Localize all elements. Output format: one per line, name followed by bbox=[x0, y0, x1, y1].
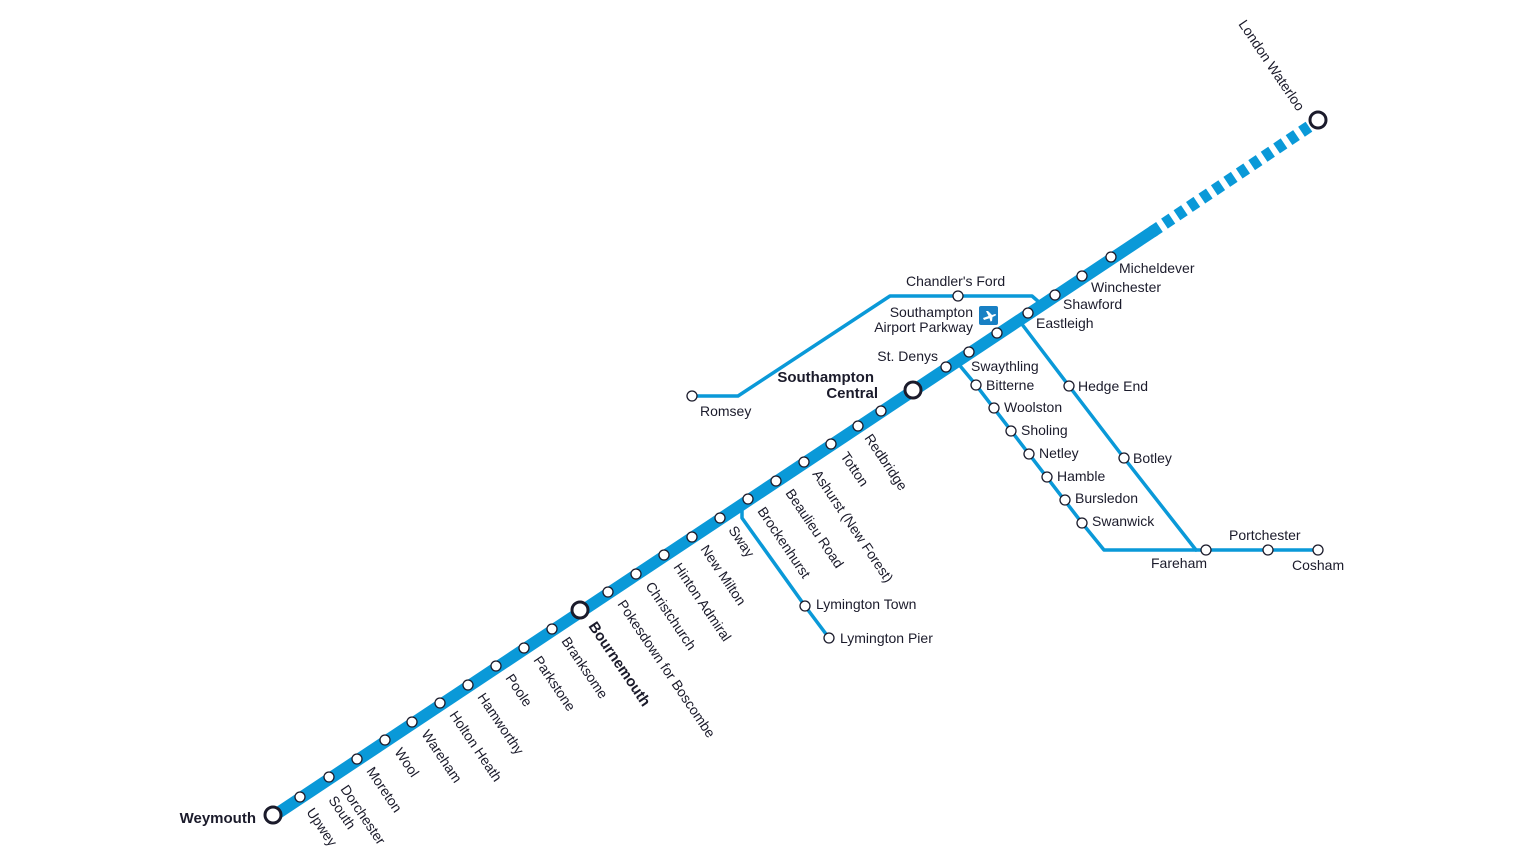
station-marker-hamble[interactable] bbox=[1041, 471, 1053, 483]
station-marker-cosham[interactable] bbox=[1312, 544, 1324, 556]
station-marker-sholing[interactable] bbox=[1005, 425, 1017, 437]
station-marker-sway[interactable] bbox=[742, 493, 754, 505]
station-marker-moreton[interactable] bbox=[351, 753, 363, 765]
station-marker-poole[interactable] bbox=[490, 660, 502, 672]
label-southampton-central-line1: Southampton bbox=[777, 369, 874, 386]
label-southampton-airport-parkway-line1: Southampton bbox=[890, 304, 973, 320]
station-marker-bournemouth[interactable] bbox=[570, 600, 590, 620]
label-sholing: Sholing bbox=[1021, 422, 1068, 438]
label-fareham: Fareham bbox=[1151, 555, 1207, 571]
station-marker-lymington-town[interactable] bbox=[799, 600, 811, 612]
station-marker-botley[interactable] bbox=[1118, 452, 1130, 464]
label-hedge-end: Hedge End bbox=[1078, 378, 1148, 394]
label-micheldever: Micheldever bbox=[1119, 260, 1195, 276]
station-marker-swanwick[interactable] bbox=[1076, 517, 1088, 529]
station-marker-portchester[interactable] bbox=[1262, 544, 1274, 556]
station-marker-hedge-end[interactable] bbox=[1063, 380, 1075, 392]
lymington-branch-line bbox=[740, 502, 831, 640]
station-marker-hinton-admiral[interactable] bbox=[686, 531, 698, 543]
label-st-denys: St. Denys bbox=[877, 348, 938, 364]
branch-stations bbox=[686, 290, 1324, 644]
main-line-stations bbox=[263, 110, 1328, 825]
station-marker-wool[interactable] bbox=[379, 734, 391, 746]
station-marker-bursledon[interactable] bbox=[1059, 494, 1071, 506]
main-line-london-section bbox=[1148, 121, 1314, 237]
label-weymouth: Weymouth bbox=[180, 810, 256, 827]
station-marker-chandlers-ford[interactable] bbox=[952, 290, 964, 302]
station-marker-upwey[interactable] bbox=[294, 791, 306, 803]
main-line bbox=[268, 225, 1159, 822]
label-romsey: Romsey bbox=[700, 403, 751, 419]
label-southampton-central-line2: Central bbox=[826, 385, 878, 402]
route-lines bbox=[268, 121, 1320, 822]
station-marker-netley[interactable] bbox=[1023, 448, 1035, 460]
label-portchester: Portchester bbox=[1229, 527, 1301, 543]
label-woolston: Woolston bbox=[1004, 399, 1062, 415]
station-marker-eastleigh[interactable] bbox=[1022, 307, 1034, 319]
station-marker-beaulieu-road[interactable] bbox=[798, 456, 810, 468]
label-london-waterloo: London Waterloo bbox=[1236, 17, 1309, 114]
station-marker-fareham[interactable] bbox=[1200, 544, 1212, 556]
station-marker-pokesdown-2[interactable] bbox=[602, 586, 614, 598]
label-shawford: Shawford bbox=[1063, 296, 1122, 312]
label-cosham: Cosham bbox=[1292, 557, 1344, 573]
station-marker-christchurch[interactable] bbox=[658, 549, 670, 561]
station-marker-southampton-central[interactable] bbox=[903, 380, 923, 400]
romsey-branch-line bbox=[690, 294, 1042, 398]
station-marker-st-denys[interactable] bbox=[940, 361, 952, 373]
station-marker-totton[interactable] bbox=[852, 420, 864, 432]
label-redbridge: Redbridge bbox=[862, 431, 912, 494]
label-southampton-airport-parkway-line2: Airport Parkway bbox=[874, 319, 973, 335]
station-marker-romsey[interactable] bbox=[686, 390, 698, 402]
label-bursledon: Bursledon bbox=[1075, 490, 1138, 506]
station-marker-redbridge[interactable] bbox=[875, 405, 887, 417]
label-eastleigh: Eastleigh bbox=[1036, 315, 1094, 331]
hedge-end-line bbox=[1016, 317, 1198, 552]
station-marker-parkstone[interactable] bbox=[518, 642, 530, 654]
label-lymington-pier: Lymington Pier bbox=[840, 630, 933, 646]
station-marker-woolston[interactable] bbox=[988, 402, 1000, 414]
label-wareham: Wareham bbox=[419, 727, 466, 786]
station-marker-new-milton[interactable] bbox=[714, 512, 726, 524]
station-marker-winchester[interactable] bbox=[1076, 270, 1088, 282]
label-moreton: Moreton bbox=[364, 764, 406, 816]
station-marker-dorchester-south[interactable] bbox=[323, 771, 335, 783]
station-marker-ashurst[interactable] bbox=[825, 438, 837, 450]
station-marker-micheldever[interactable] bbox=[1105, 251, 1117, 263]
label-chandlers-ford: Chandler's Ford bbox=[906, 273, 1005, 289]
station-marker-brockenhurst[interactable] bbox=[770, 475, 782, 487]
label-botley: Botley bbox=[1133, 450, 1172, 466]
main-line-labels: London Waterloo Micheldever Winchester S… bbox=[180, 17, 1309, 849]
station-marker-shawford[interactable] bbox=[1049, 289, 1061, 301]
label-netley: Netley bbox=[1039, 445, 1079, 461]
station-marker-london-waterloo[interactable] bbox=[1308, 110, 1328, 130]
station-marker-pokesdown[interactable] bbox=[630, 568, 642, 580]
station-marker-swaythling[interactable] bbox=[963, 346, 975, 358]
label-swanwick: Swanwick bbox=[1092, 513, 1155, 529]
station-marker-hamworthy[interactable] bbox=[462, 679, 474, 691]
label-swaythling: Swaythling bbox=[971, 358, 1039, 374]
label-wool: Wool bbox=[392, 745, 423, 780]
branch-labels: Lymington Town Lymington Pier Bitterne W… bbox=[816, 377, 1344, 646]
label-totton: Totton bbox=[838, 449, 873, 490]
airplane-icon bbox=[979, 306, 998, 325]
station-marker-lymington-pier[interactable] bbox=[823, 632, 835, 644]
station-marker-bitterne[interactable] bbox=[970, 379, 982, 391]
station-marker-weymouth[interactable] bbox=[263, 805, 283, 825]
station-marker-branksome[interactable] bbox=[546, 623, 558, 635]
station-marker-holton-heath[interactable] bbox=[434, 697, 446, 709]
station-marker-wareham[interactable] bbox=[406, 716, 418, 728]
label-lymington-town: Lymington Town bbox=[816, 596, 916, 612]
label-sway: Sway bbox=[726, 523, 758, 560]
label-bitterne: Bitterne bbox=[986, 377, 1034, 393]
label-poole: Poole bbox=[503, 671, 536, 710]
label-hamble: Hamble bbox=[1057, 468, 1105, 484]
station-marker-southampton-airport-parkway[interactable] bbox=[991, 327, 1003, 339]
label-winchester: Winchester bbox=[1091, 279, 1161, 295]
